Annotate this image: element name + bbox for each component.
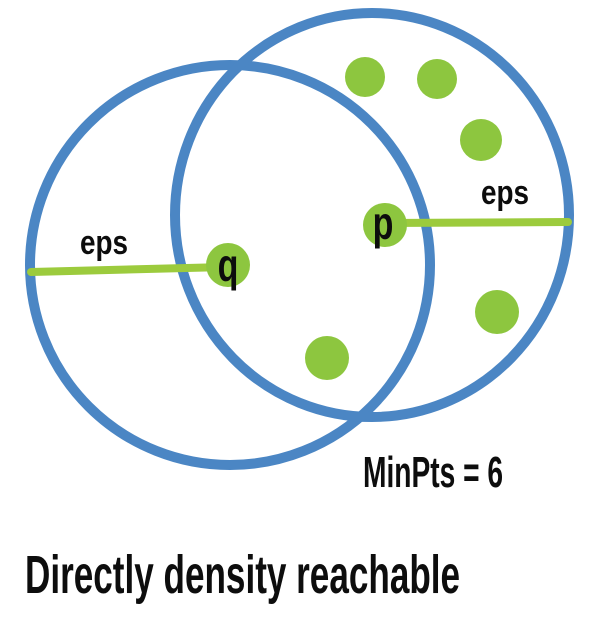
eps-radius-line-right: [381, 218, 572, 227]
point-q-dot: [206, 243, 250, 287]
page-title: Directly density reachable: [25, 545, 461, 605]
data-point-dot: [460, 119, 502, 161]
eps-label-left: eps: [80, 224, 129, 262]
data-point-dot: [345, 57, 385, 97]
left-eps-circle: [25, 60, 435, 470]
point-p-dot: [363, 203, 407, 247]
data-point-dot: [305, 336, 349, 380]
minpts-label: MinPts = 6: [363, 448, 504, 497]
data-point-dot: [475, 290, 519, 334]
eps-label-right: eps: [481, 174, 530, 212]
eps-radius-line-left: [27, 263, 230, 276]
point-q-label: q: [217, 239, 239, 292]
right-eps-circle: [170, 8, 574, 422]
data-point-dot: [417, 59, 457, 99]
point-p-label: p: [372, 197, 394, 250]
